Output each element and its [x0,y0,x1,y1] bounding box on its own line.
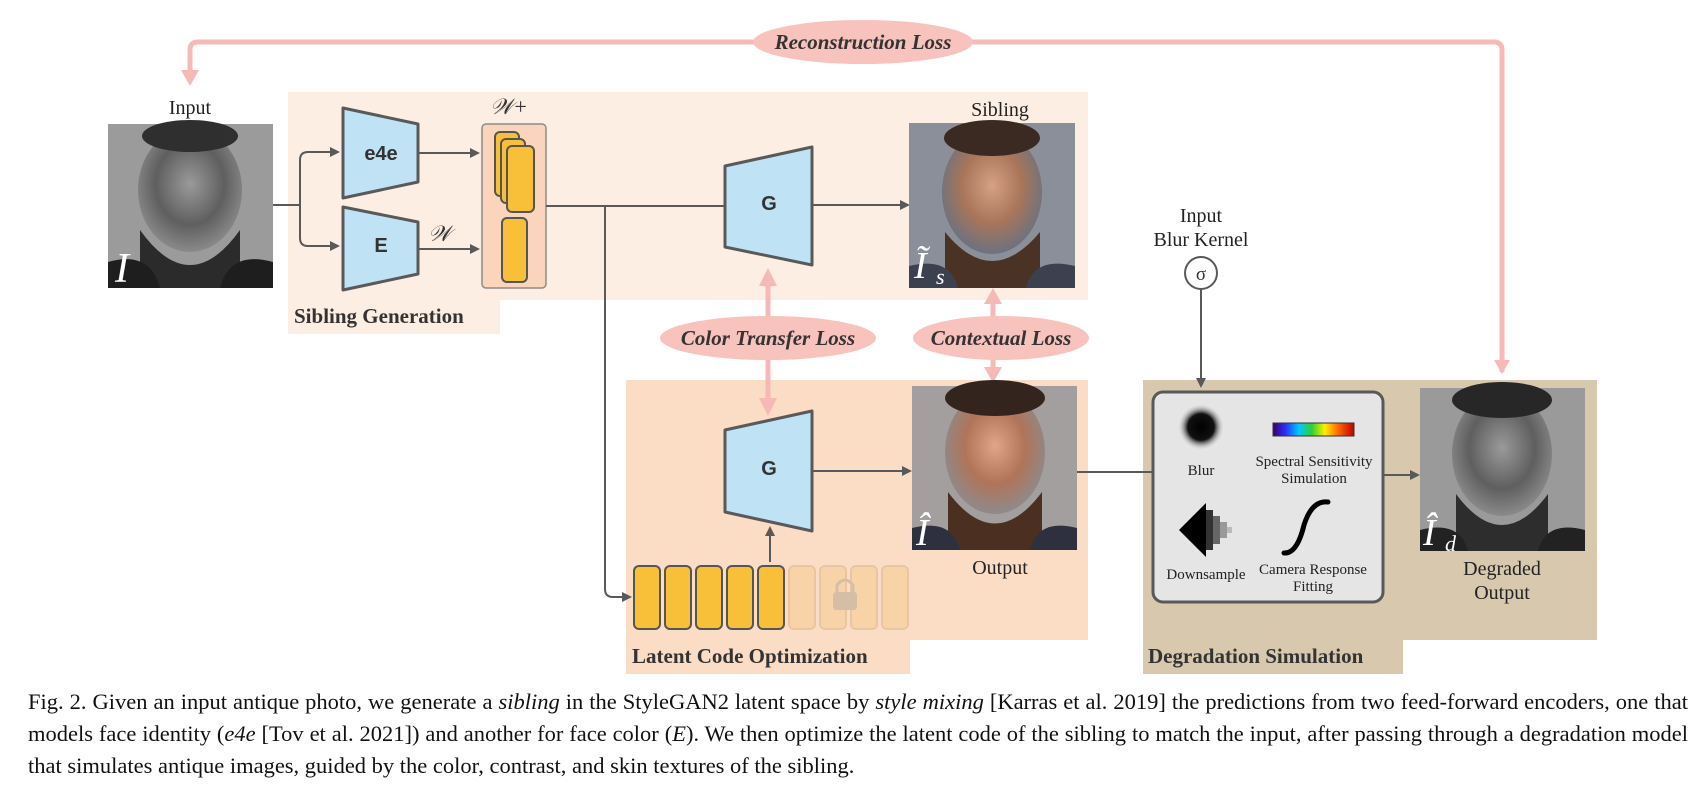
lock-icon [833,578,857,610]
latent-code-3 [695,565,723,630]
caption-part-1: Fig. 2. Given an input antique photo, we… [28,689,499,714]
caption-emph-e4e: e4e [224,721,256,746]
blur-kernel-label-2: Blur Kernel [1154,229,1249,251]
stack-to-latent-codes-arrow [604,206,632,602]
latent-optimization-label-bg [626,640,910,674]
figure-caption: Fig. 2. Given an input antique photo, we… [28,686,1688,782]
color-transfer-loss-label: Color Transfer Loss [681,326,855,350]
generator-sibling [723,145,814,267]
input-photo [108,120,273,288]
spectral-op-label-1: Spectral Sensitivity [1255,454,1373,470]
degraded-output-photo [1420,382,1585,551]
wplus-latent-label: 𝒲+ [490,94,528,119]
reconstruction-loss-label: Reconstruction Loss [774,30,952,54]
spectral-op-label-2: Simulation [1281,471,1347,487]
output-label: Output [972,557,1028,579]
contextual-arrowhead-up [984,288,1002,304]
blur-kernel-label-1: Input [1180,205,1223,227]
latent-code-4 [726,565,754,630]
degradation-simulation-title: Degradation Simulation [1148,644,1364,668]
blur-icon [1177,403,1225,451]
e4e-encoder-label: e4e [364,143,397,165]
output-symbol: Î [915,512,932,554]
sibling-symbol-sub: s [936,264,945,289]
sibling-symbol: Ĩ [913,245,931,287]
latent-code-2 [664,565,692,630]
output-photo [912,380,1077,550]
camera-op-label-1: Camera Response [1259,562,1367,578]
sibling-photo [909,120,1075,288]
input-symbol: I [114,246,131,292]
camera-response-icon [1281,499,1331,556]
color-transfer-arrowhead-down [759,398,777,416]
generator-output-label: G [761,458,777,480]
caption-part-4: [Tov et al. 2021]) and another for face … [255,721,673,746]
latent-code-frozen-1 [788,565,816,630]
caption-emph-style-mixing: style mixing [875,689,984,714]
degradation-label-bg [1143,640,1403,674]
generator-sibling-label: G [761,193,777,215]
sibling-generation-title: Sibling Generation [294,304,464,328]
e-encoder-label: E [374,235,387,257]
caption-part-5: ). We then optimize the latent code of t… [28,721,1688,778]
color-transfer-loss-badge [660,316,876,360]
w-code [501,217,528,283]
latent-code-frozen-4 [881,565,909,630]
caption-part-2: in the StyleGAN2 latent space by [559,689,876,714]
latent-optimization-title: Latent Code Optimization [632,644,868,668]
input-label: Input [169,97,212,119]
e-encoder [341,205,420,292]
latent-code-1 [633,565,661,630]
downsample-op-label: Downsample [1166,567,1245,583]
wplus-code-3 [506,145,535,213]
sibling-generation-label-bg [288,300,500,334]
downsample-icon [1179,503,1232,557]
method-overview-diagram: Reconstruction Loss Input I e4e E 𝒲 𝒲+ G… [108,20,1597,674]
reconstruction-loss-arrowhead [181,70,199,86]
camera-op-label-2: Fitting [1293,579,1334,595]
sibling-label: Sibling [971,99,1029,121]
degraded-symbol-sub: d [1445,531,1457,556]
latent-code-5 [757,565,785,630]
reconstruction-loss-badge [753,20,973,64]
input-to-e-arrow [299,205,340,251]
blur-op-label: Blur [1188,463,1215,479]
contextual-loss-badge [913,316,1089,360]
spectrum-icon [1272,422,1355,437]
contextual-arrowhead-down [984,367,1002,383]
caption-part-3: [Karras et al. 2019] the predictions fro… [28,689,1688,746]
input-to-e4e-arrow [299,147,340,205]
sigma-symbol: σ [1196,264,1206,285]
e4e-encoder [341,106,420,200]
caption-emph-e: E [672,721,686,746]
generator-output [723,409,814,533]
contextual-loss-label: Contextual Loss [931,326,1072,350]
degraded-label-2: Output [1474,582,1530,604]
color-transfer-arrowhead-up [759,268,777,286]
degraded-label-1: Degraded [1463,558,1541,580]
degraded-symbol: Î [1422,512,1439,554]
caption-emph-sibling: sibling [498,689,560,714]
